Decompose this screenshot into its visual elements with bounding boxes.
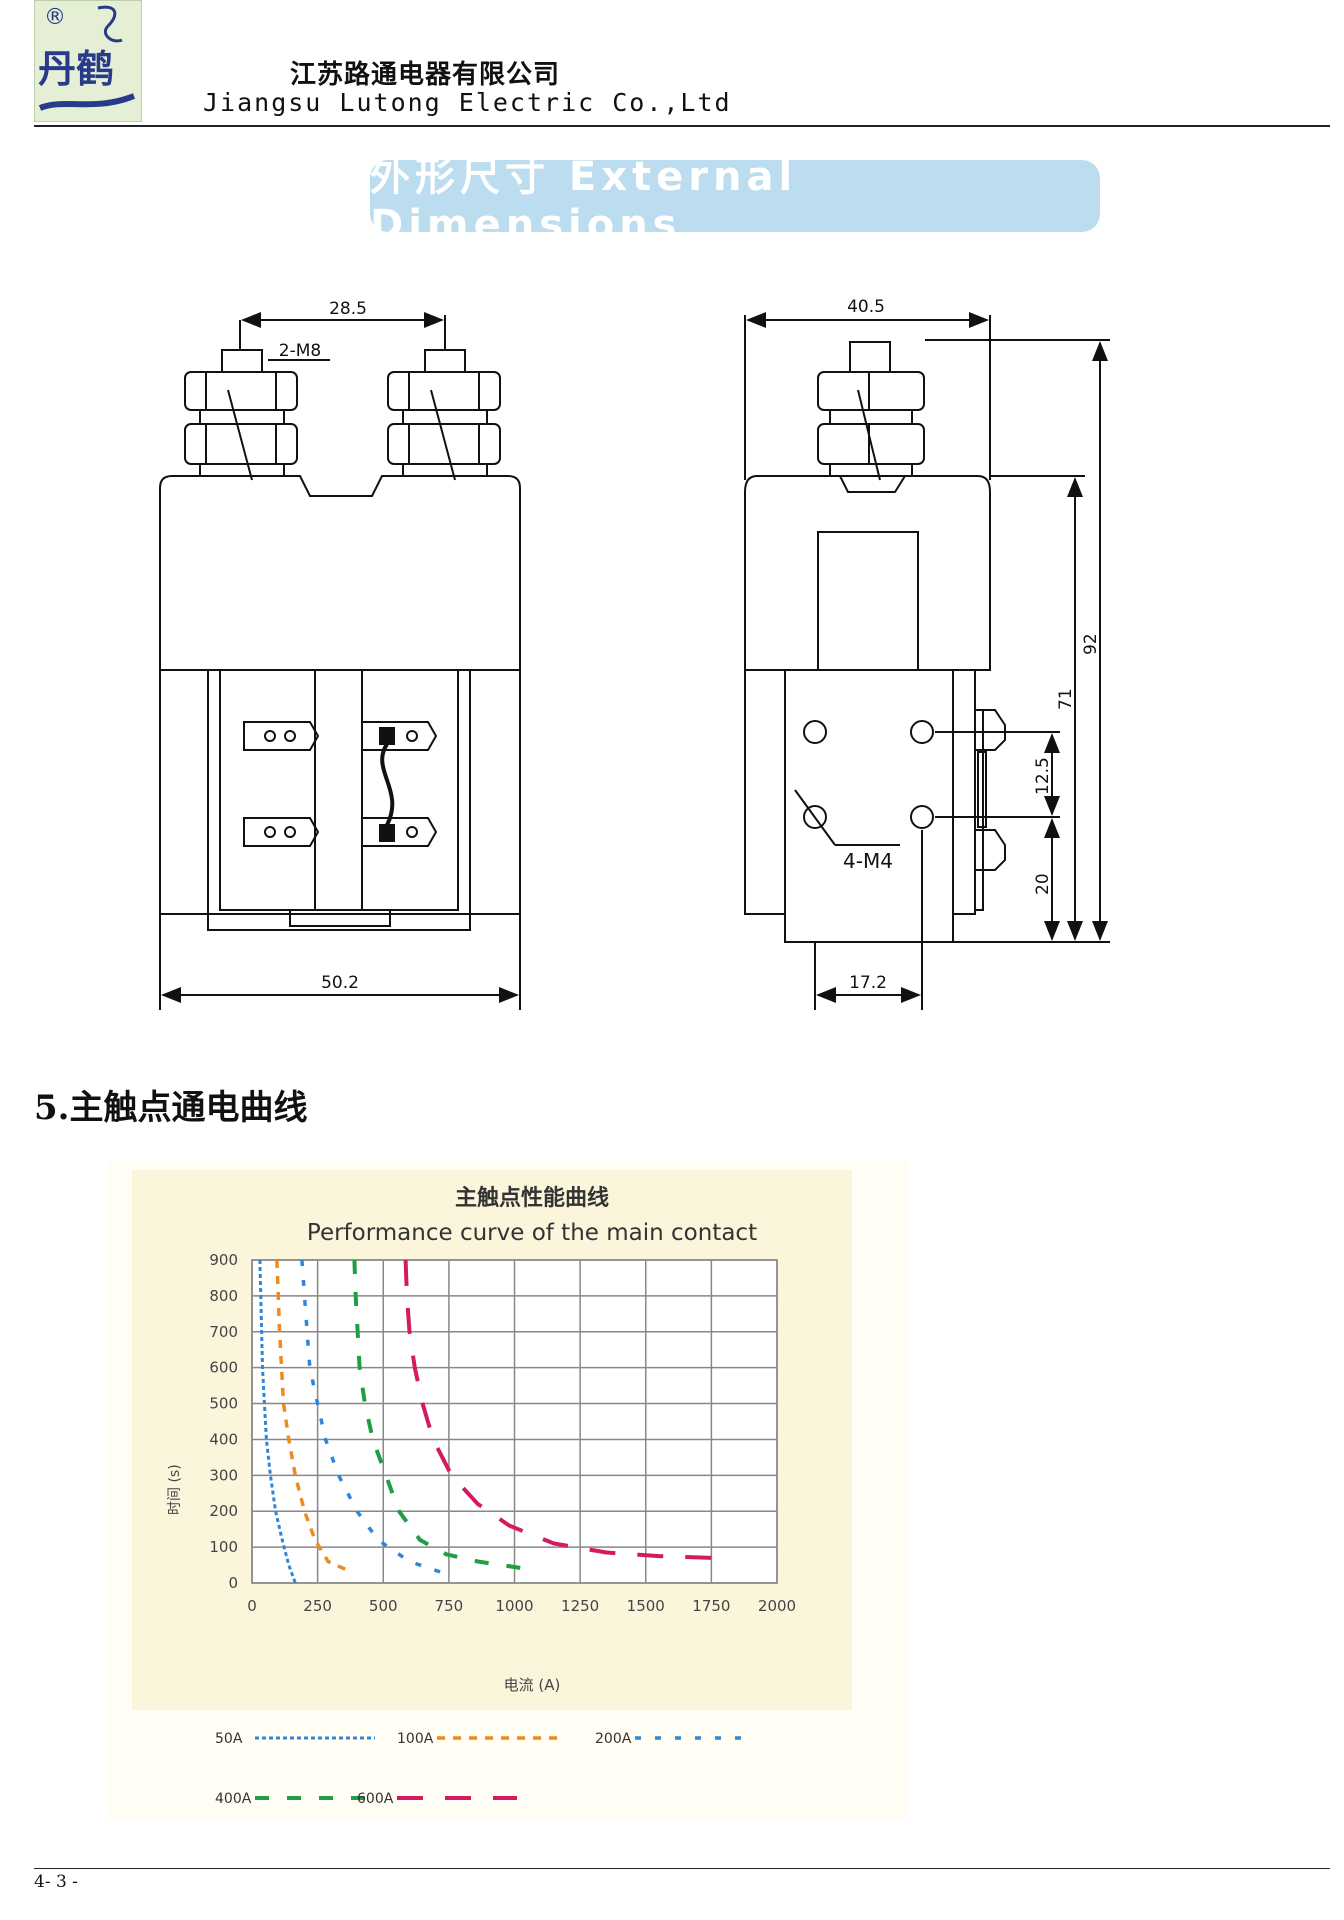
x-tick-label: 1750 [692, 1597, 730, 1615]
dim-side-base: 20 [1033, 873, 1053, 895]
thread-label: 2-M8 [279, 341, 321, 361]
legend-label: 200A [595, 1731, 632, 1747]
section-5-heading: 5.主触点通电曲线 [34, 1088, 308, 1128]
dim-side-bottom: 17.2 [849, 973, 887, 993]
registered-mark-icon: ® [44, 5, 66, 30]
x-tick-label: 1000 [495, 1597, 533, 1615]
dim-front-bottom: 50.2 [321, 973, 359, 993]
x-tick-label: 0 [247, 1597, 257, 1615]
front-view-drawing [159, 312, 521, 1010]
series-line-600A [403, 1259, 712, 1560]
plot-grid [251, 1259, 778, 1584]
dim-side-total: 92 [1081, 633, 1101, 655]
company-name-cn: 江苏路通电器有限公司 [290, 60, 561, 90]
hole-label: 4-M4 [843, 849, 893, 873]
dim-side-spacing: 12.5 [1033, 757, 1053, 795]
y-tick-label: 200 [209, 1502, 238, 1520]
series-line-200A [300, 1259, 442, 1574]
y-tick-label: 600 [209, 1359, 238, 1377]
footer-divider [34, 1868, 1330, 1869]
y-tick-label: 300 [209, 1466, 238, 1484]
dim-side-top: 40.5 [847, 297, 885, 317]
y-tick-label: 100 [209, 1538, 238, 1556]
x-tick-label: 1250 [561, 1597, 599, 1615]
y-tick-label: 500 [209, 1395, 238, 1413]
x-tick-label: 500 [369, 1597, 398, 1615]
performance-chart: 主触点性能曲线 Performance curve of the main co… [107, 1160, 907, 1820]
legend-label: 400A [215, 1791, 252, 1807]
y-tick-label: 800 [209, 1287, 238, 1305]
x-tick-label: 750 [435, 1597, 464, 1615]
plot-ticks: 0 250 500 750 1000 1250 1500 1750 2000 0 100 200 300… [209, 1251, 796, 1615]
series-line-50A [258, 1259, 297, 1584]
chart-ylabel: 时间 (s) [167, 1464, 183, 1515]
company-name-en: Jiangsu Lutong Electric Co.,Ltd [203, 88, 732, 117]
company-logo: ® 丹鹤 [33, 0, 143, 123]
section-banner: 外形尺寸 External Dimensions [370, 154, 1100, 248]
side-view-drawing [744, 312, 1110, 1010]
y-tick-label: 400 [209, 1430, 238, 1448]
chart-title-cn: 主触点性能曲线 [455, 1185, 609, 1211]
legend-label: 600A [357, 1791, 394, 1807]
x-tick-label: 1500 [627, 1597, 665, 1615]
chart-title: Performance curve of the main contact [307, 1220, 757, 1246]
header-divider [34, 125, 1330, 127]
dim-side-body: 71 [1056, 688, 1076, 710]
legend-label: 50A [215, 1731, 243, 1747]
section-banner-title: 外形尺寸 External Dimensions [370, 154, 798, 248]
x-tick-label: 2000 [758, 1597, 796, 1615]
chart-xlabel: 电流 (A) [504, 1676, 561, 1694]
y-tick-label: 0 [228, 1574, 238, 1592]
x-tick-label: 250 [303, 1597, 332, 1615]
logo-text: 丹鹤 [38, 47, 114, 91]
dim-front-top: 28.5 [329, 299, 367, 319]
y-tick-label: 700 [209, 1323, 238, 1341]
y-tick-label: 900 [209, 1251, 238, 1269]
series-line-400A [352, 1259, 526, 1571]
dimension-drawings: 28.5 2-M8 50.2 [0, 270, 1344, 1040]
plot-series [258, 1259, 712, 1584]
legend-label: 100A [397, 1731, 434, 1747]
chart-legend: 50A 100A 200A 400A 600A [215, 1731, 755, 1807]
page-number: 4- 3 - [34, 1872, 78, 1892]
